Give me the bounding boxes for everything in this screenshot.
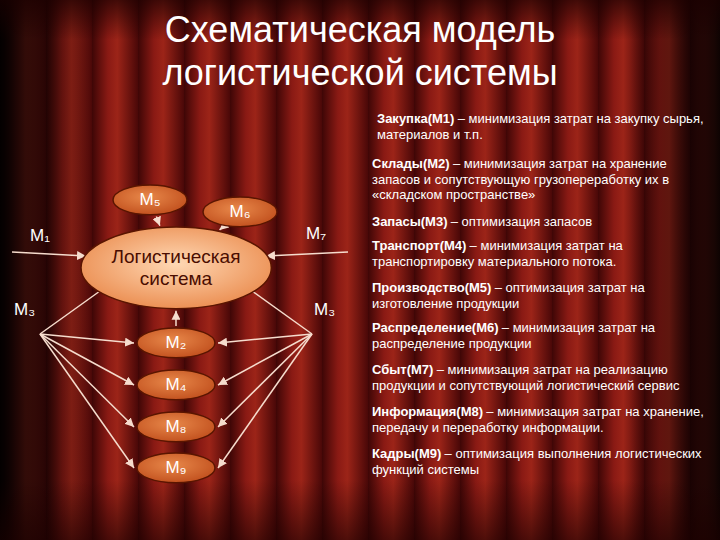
module-code: M₇ [306, 224, 326, 244]
node-label-group: M₆ [229, 202, 250, 222]
module-name: Распределение(М6) [372, 320, 499, 335]
module-name: Транспорт(М4) [372, 238, 466, 253]
module-code: M₃ [314, 300, 335, 320]
module-code: M₂ [166, 333, 187, 353]
fan-line [218, 334, 312, 468]
module-ellipse: M₈ [136, 411, 216, 443]
module-description: Кадры(М9)– оптимизация выполнения логист… [372, 446, 712, 477]
module-name: Сбыт(М7) [372, 362, 433, 377]
module-name: Производство(М5) [372, 280, 491, 295]
flow-arrow [220, 227, 223, 230]
module-ellipse: M₂ [136, 327, 216, 359]
module-name: Запасы(М3) [372, 214, 448, 229]
module-ellipse: M₆ [202, 196, 278, 228]
module-description: Сбыт(М7)– минимизация затрат на реализац… [372, 362, 712, 393]
node-label-group: M₂ [166, 333, 187, 353]
module-ellipse: M₅ [112, 184, 188, 216]
input-arrow [12, 252, 86, 256]
module-ellipse: M₉ [136, 452, 216, 484]
system-name: Логистическая система [101, 246, 251, 290]
node-label-group: Логистическая система [101, 246, 251, 290]
module-code: M₆ [229, 202, 250, 222]
module-code: M₁ [30, 226, 50, 246]
module-ellipse: M₄ [136, 369, 216, 401]
flow-arrow [175, 311, 177, 326]
node-label-group: M₉ [166, 458, 187, 478]
input-arrow [266, 252, 348, 256]
module-description: Производство(М5)– оптимизация затрат на … [372, 280, 712, 311]
output-line [252, 291, 312, 334]
module-name: Склады(М2) [372, 156, 450, 171]
node-label-group: M₄ [165, 375, 186, 395]
node-label-group: M₅ [139, 190, 160, 210]
module-description: Запасы(М3)– оптимизация запасов [372, 214, 712, 230]
module-code: M₈ [165, 417, 186, 437]
module-name: Закупка(М1) [377, 111, 454, 126]
fan-line [218, 334, 312, 385]
slide-title: Схематическая модель логистической систе… [90, 8, 630, 94]
module-goal: – оптимизация запасов [451, 214, 592, 229]
fan-line [40, 334, 134, 427]
module-description: Информация(М8)– минимизация затрат на хр… [372, 404, 712, 435]
module-name: Информация(М8) [372, 404, 483, 419]
node-label-group: M₈ [165, 417, 186, 437]
fan-line [40, 334, 134, 468]
module-code: M₉ [166, 458, 187, 478]
output-line [40, 291, 100, 334]
module-code: M₅ [139, 190, 160, 210]
flow-arrow [156, 217, 160, 226]
module-description: Склады(М2)– минимизация затрат на хранен… [372, 156, 712, 203]
module-description: Распределение(М6)– минимизация затрат на… [372, 320, 712, 351]
module-code: M₄ [165, 375, 186, 395]
system-ellipse: Логистическая система [80, 226, 272, 310]
fan-line [40, 334, 134, 385]
module-description: Закупка(М1)– минимизация затрат на закуп… [377, 111, 712, 142]
module-code: M₃ [14, 300, 35, 320]
module-name: Кадры(М9) [372, 446, 441, 461]
module-description: Транспорт(М4)– минимизация затрат на тра… [372, 238, 712, 269]
fan-line [218, 334, 312, 427]
